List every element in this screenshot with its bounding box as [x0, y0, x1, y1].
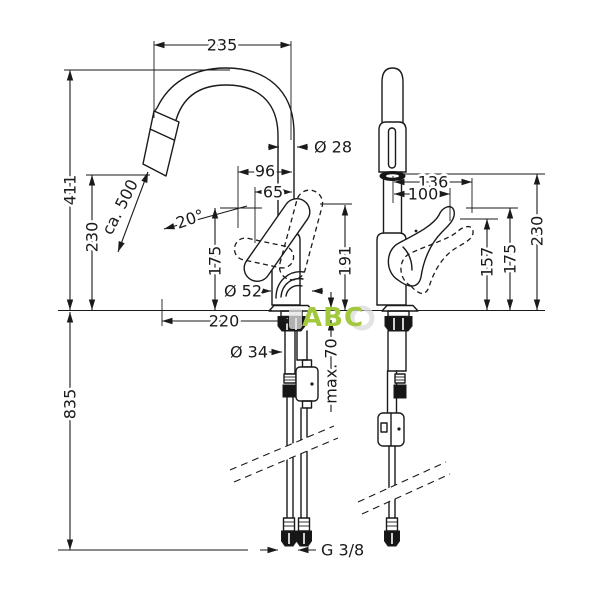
- dim-offset-100-label: 100: [408, 185, 439, 204]
- watermark-text: ABC: [302, 303, 364, 333]
- dim-height-230-left-label: 230: [83, 222, 102, 253]
- dim-height-835-label: 835: [61, 389, 80, 420]
- dim-reach-220-label: 220: [209, 312, 240, 331]
- dim-thread-g38-label: G 3/8: [321, 541, 364, 560]
- dim-angle-20-label: 20°: [173, 205, 206, 232]
- dim-height-175-left-label: 175: [206, 246, 225, 277]
- dim-shank-dia-34-label: Ø 34: [230, 343, 268, 362]
- dim-base-dia-52-label: Ø 52: [224, 282, 262, 301]
- dim-offset-136-label: 136: [418, 173, 449, 192]
- dim-clearance-191-label: 191: [336, 246, 355, 277]
- dimension-lines: [66, 41, 541, 554]
- dim-height-230-right-label: 230: [528, 216, 547, 247]
- watermark: ABC: [289, 303, 375, 333]
- dim-width-235-label: 235: [207, 36, 238, 55]
- right-faucet-drawing: [357, 67, 474, 547]
- dim-offset-96-label: 96: [255, 162, 275, 181]
- dim-height-411-label: 411: [61, 175, 80, 206]
- watermark-ghost-left: [289, 308, 302, 329]
- dim-spout-dia-28-label: Ø 28: [314, 138, 352, 157]
- dimension-labels: 235 411 230 ca. 500 835 Ø 28 96 65 20° 1…: [58, 33, 549, 562]
- dim-height-157-label: 157: [478, 247, 497, 278]
- dim-deck-max70-label: max. 70: [322, 338, 341, 403]
- dim-offset-65-label: 65: [263, 183, 283, 202]
- extension-lines: [58, 41, 545, 551]
- dim-height-175-right-label: 175: [501, 244, 520, 275]
- left-faucet-drawing: [142, 67, 339, 547]
- watermark-ghost-right: [349, 305, 375, 331]
